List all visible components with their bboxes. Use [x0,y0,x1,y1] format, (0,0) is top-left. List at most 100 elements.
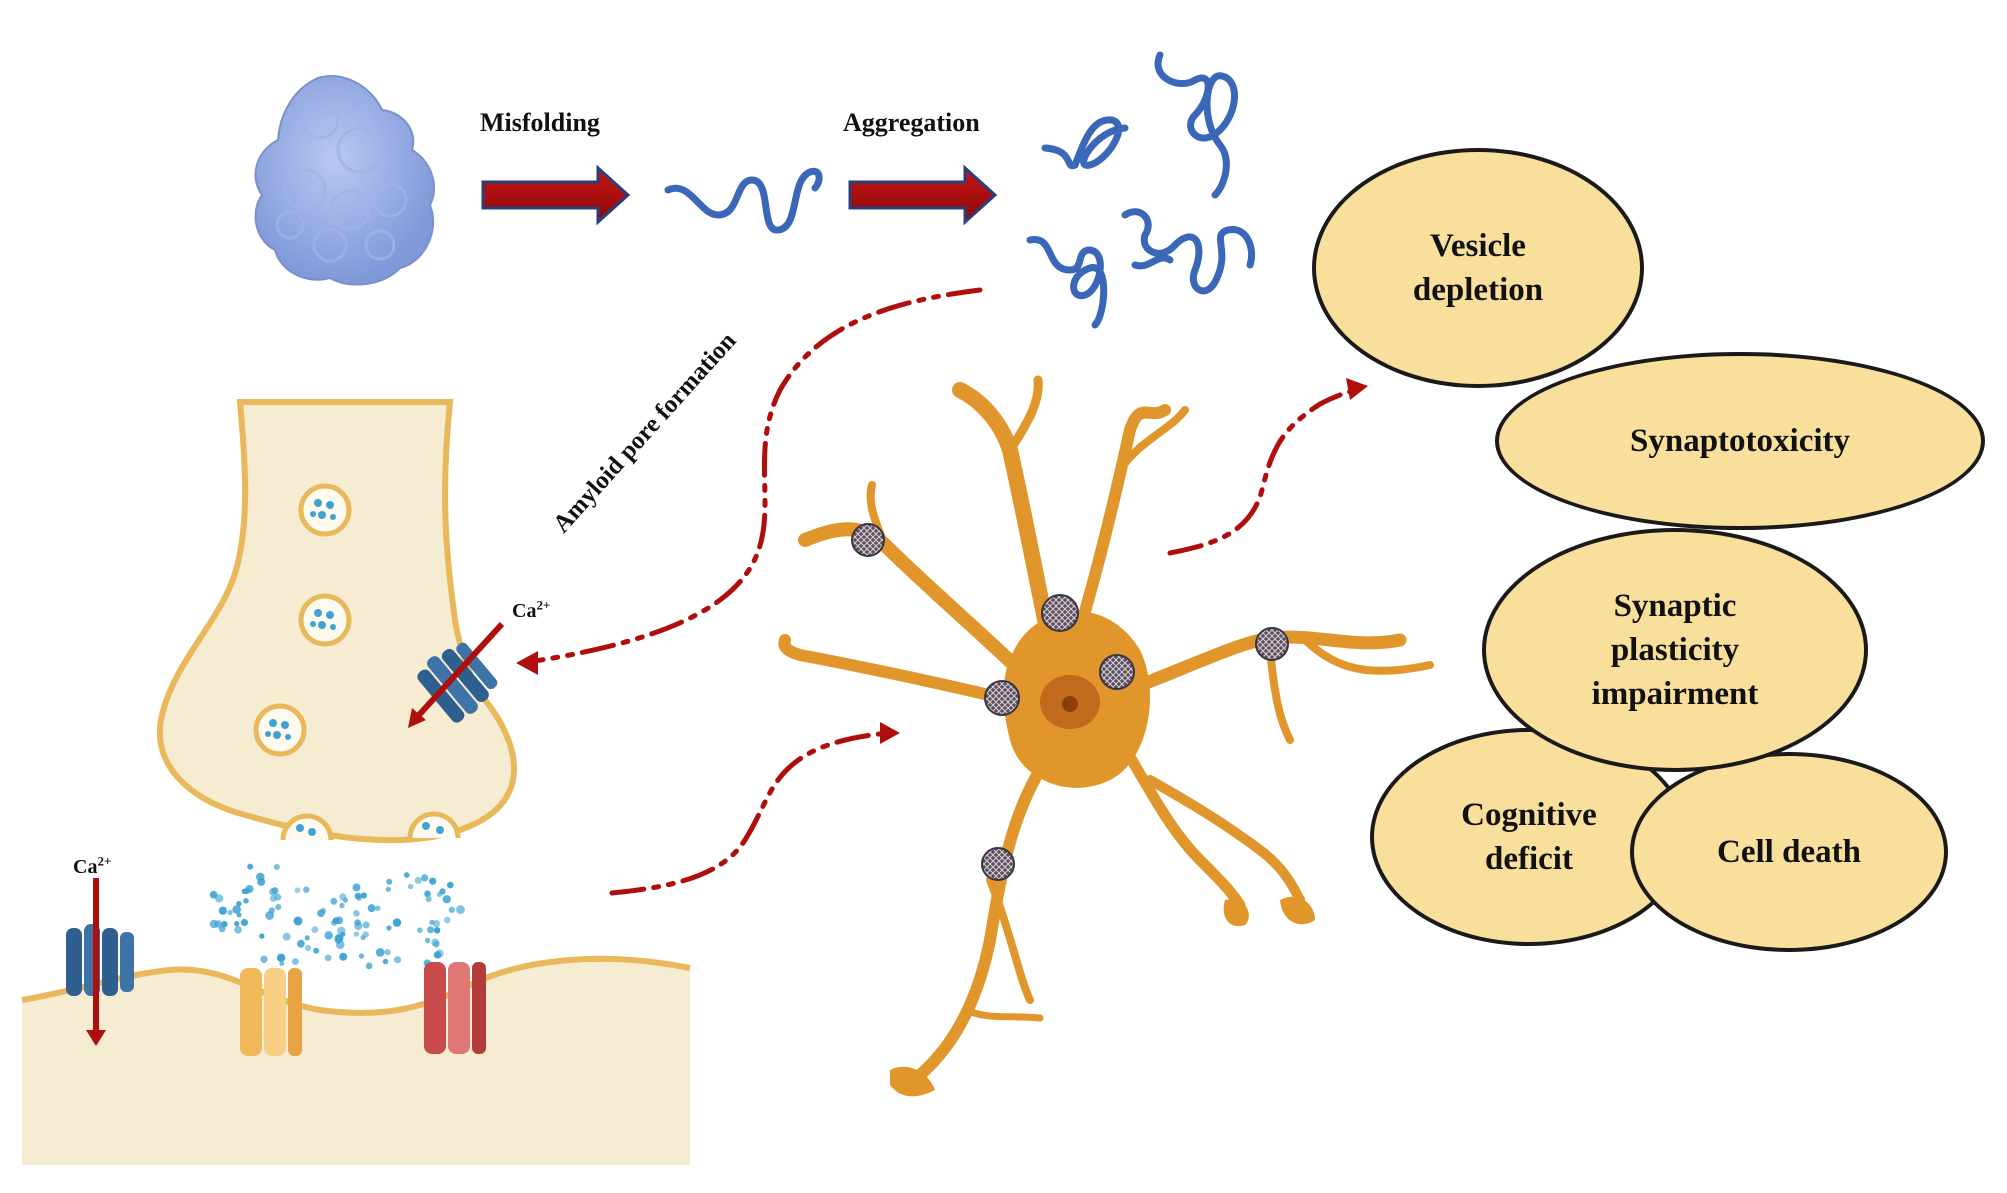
synapse-to-neuron-arrow [609,722,900,896]
neurotransmitter-dot [360,935,366,941]
neurotransmitter-dot [269,888,277,896]
neurotransmitter-dot [313,947,320,954]
neurotransmitter-dot [439,888,446,895]
neurotransmitter-dot [367,904,376,913]
pore-formation-arrow [516,287,983,675]
neurotransmitter-dot [382,958,389,965]
neurotransmitter-dot [425,896,432,903]
aggregation-arrow [848,164,998,226]
neurotransmitter-dot [234,926,242,934]
neurotransmitter-dot [375,905,381,911]
neurotransmitter-dot [245,885,254,893]
neurotransmitter-dot [209,919,219,929]
neurotransmitter-dot [297,939,305,948]
neurotransmitter-dot [311,926,319,933]
neurotransmitter-dot [362,921,370,929]
native-protein-icon [254,75,435,286]
neurotransmitter-dot [442,895,451,904]
neurotransmitter-dot [360,892,367,899]
neurotransmitter-dot [354,921,363,931]
neurotransmitter-dot [292,958,299,965]
neurotransmitter-dot [275,904,282,911]
neurotransmitter-dot [259,933,265,939]
neurotransmitter-dot [429,919,435,925]
neurotransmitter-dot [358,953,365,959]
misfolded-monomer-icon [664,167,823,234]
outcome-label: Vesicle depletion [1412,228,1544,308]
neurotransmitter-dot [260,955,268,963]
neurotransmitter-dot [421,874,429,882]
neurotransmitter-dot [243,898,249,904]
neurotransmitter-dot [332,917,340,925]
outcome-synaptic-plasticity-impairment: Synaptic plasticity impairment [1482,528,1868,772]
neurotransmitter-dot [385,886,391,892]
neurotransmitter-dot [304,944,311,952]
neurotransmitter-dot [218,906,227,915]
neurotransmitter-dot [393,956,402,964]
neurotransmitter-dot [414,876,422,885]
neurotransmitter-dot [403,872,410,878]
neurotransmitter-dot [276,953,286,962]
neurotransmitter-dot [448,906,455,913]
outcome-label: Synaptotoxicity [1629,423,1850,459]
neurotransmitter-dot [353,910,360,917]
outcome-cell-death: Cell death [1630,752,1948,952]
neurotransmitter-dot [234,921,240,927]
neurotransmitter-dot [282,932,291,941]
neurotransmitter-dot [247,863,254,870]
presynaptic-calcium-channel [417,642,498,723]
neurotransmitter-dot [221,921,228,928]
neurotransmitter-dot [340,931,346,937]
postsynaptic-calcium-channel [66,878,134,1046]
neurotransmitter-dot [270,895,277,902]
neurotransmitter-dot [303,886,310,893]
neurotransmitter-dot [386,878,393,885]
postsynaptic-calcium-label: Ca2+ [73,853,112,878]
neurotransmitter-dot [279,961,285,966]
neurotransmitter-dot [443,916,451,924]
neuron-soma [1003,611,1150,788]
misfolding-label: Misfolding [480,108,600,137]
neurotransmitter-dot [227,909,233,916]
neurotransmitter-dot [236,901,242,907]
outcome-label: Synaptic plasticity impairment [1591,588,1759,712]
misfolding-arrow [481,164,631,226]
neuron-terminals [890,896,1315,1097]
neurotransmitter-dot [257,877,266,886]
neurotransmitter-dot [334,935,343,944]
neurotransmitter-dot [241,888,248,894]
neurotransmitter-dot [294,916,301,922]
neurotransmitter-dot [433,951,442,959]
outcome-label: Cognitive deficit [1461,797,1597,877]
neurotransmitter-dot [339,902,345,909]
neurotransmitter-dot [392,918,402,927]
neurotransmitter-dot [407,883,414,890]
neurotransmitter-dot [429,877,437,885]
neurotransmitter-dot [339,952,348,961]
neurotransmitter-dot [424,890,431,898]
neurotransmitter-dot [352,883,361,892]
neurotransmitter-dot [417,927,423,933]
neurotransmitter-dot [265,911,274,920]
receptor-channel-red [424,962,486,1054]
neurotransmitter-dot [294,887,301,894]
outcome-vesicle-depletion: Vesicle depletion [1312,148,1644,388]
neurotransmitter-dot [304,935,310,941]
amyloid-plaques-on-neuron [851,523,1289,881]
synaptic-vesicles [253,483,461,841]
receptor-channel-orange [240,968,302,1056]
presynaptic-calcium-influx-arrow [408,621,505,728]
outcome-label: Cell death [1717,834,1861,870]
neurotransmitter-dot [424,937,431,944]
neurotransmitter-dot [427,926,435,934]
neurotransmitter-dot [434,927,441,934]
neurotransmitter-dot [240,918,248,927]
outcome-synaptotoxicity: Synaptotoxicity [1495,352,1985,530]
neurotransmitter-dot [209,890,218,899]
neurotransmitter-dot [273,864,280,870]
neurotransmitter-dot [384,949,391,956]
neuron-to-outcomes-arrow [1167,378,1368,556]
neurotransmitter-dot [353,931,360,937]
neurotransmitter-dot [354,892,362,900]
